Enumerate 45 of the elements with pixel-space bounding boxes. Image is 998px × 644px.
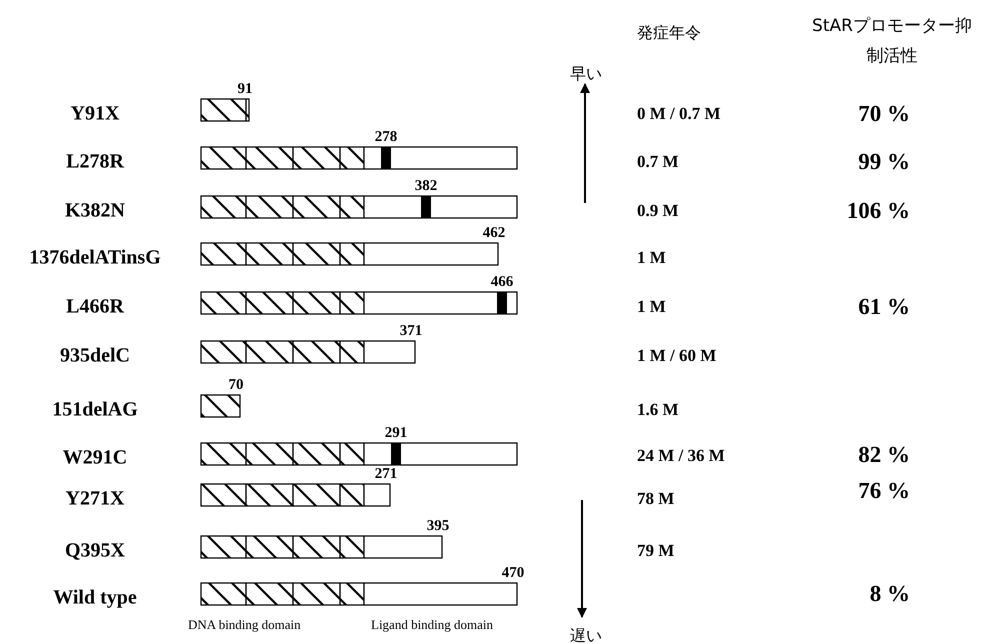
onset-age: 79 M bbox=[637, 541, 674, 561]
residue-number: 291 bbox=[384, 425, 408, 442]
column-header: StARプロモーター抑制活性 bbox=[812, 15, 972, 68]
mutation-name: 151delAG bbox=[52, 398, 138, 422]
onset-age: 24 M / 36 M bbox=[637, 446, 725, 466]
onset-age: 1.6 M bbox=[637, 400, 679, 420]
direction-label: 遅い bbox=[570, 626, 602, 644]
domain-label: Ligand binding domain bbox=[371, 617, 494, 633]
mutation-name: Q395X bbox=[65, 540, 125, 562]
residue-number: 278 bbox=[374, 129, 398, 146]
activity-value: 99 % bbox=[858, 149, 910, 175]
mutation-name: L278R bbox=[66, 150, 124, 174]
onset-age: 0 M / 0.7 M bbox=[637, 104, 721, 124]
residue-number: 395 bbox=[426, 518, 450, 535]
mutation-name: 935delC bbox=[60, 344, 130, 368]
column-header: 発症年令 bbox=[637, 23, 701, 44]
mutation-name: W291C bbox=[62, 446, 128, 470]
residue-number: 382 bbox=[414, 178, 438, 195]
onset-age: 1 M bbox=[637, 297, 666, 317]
residue-number: 466 bbox=[490, 274, 514, 291]
mutation-name: L466R bbox=[66, 296, 124, 318]
activity-value: 8 % bbox=[870, 581, 910, 607]
onset-age: 0.7 M bbox=[637, 152, 679, 172]
residue-number: 371 bbox=[400, 323, 422, 340]
domain-label: DNA binding domain bbox=[188, 617, 301, 633]
activity-value: 70 % bbox=[858, 101, 910, 127]
mutation-name: Y271X bbox=[66, 488, 124, 510]
residue-number: 462 bbox=[482, 225, 506, 242]
mutation-name: K382N bbox=[65, 200, 125, 222]
onset-age: 1 M bbox=[637, 248, 666, 268]
residue-number: 470 bbox=[502, 565, 524, 582]
mutation-name: Y91X bbox=[70, 102, 120, 126]
mutation-name: Wild type bbox=[53, 586, 137, 610]
direction-label: 早い bbox=[570, 64, 602, 85]
residue-number: 91 bbox=[238, 81, 252, 98]
activity-value: 106 % bbox=[846, 198, 910, 224]
onset-age: 78 M bbox=[637, 489, 674, 509]
residue-number: 271 bbox=[374, 466, 398, 483]
activity-value: 76 % bbox=[858, 478, 910, 504]
activity-value: 82 % bbox=[858, 442, 910, 468]
onset-age: 0.9 M bbox=[637, 201, 679, 221]
mutation-name: 1376delATinsG bbox=[29, 246, 161, 270]
onset-age: 1 M / 60 M bbox=[637, 346, 716, 366]
residue-number: 70 bbox=[228, 377, 244, 394]
activity-value: 61 % bbox=[858, 294, 910, 320]
